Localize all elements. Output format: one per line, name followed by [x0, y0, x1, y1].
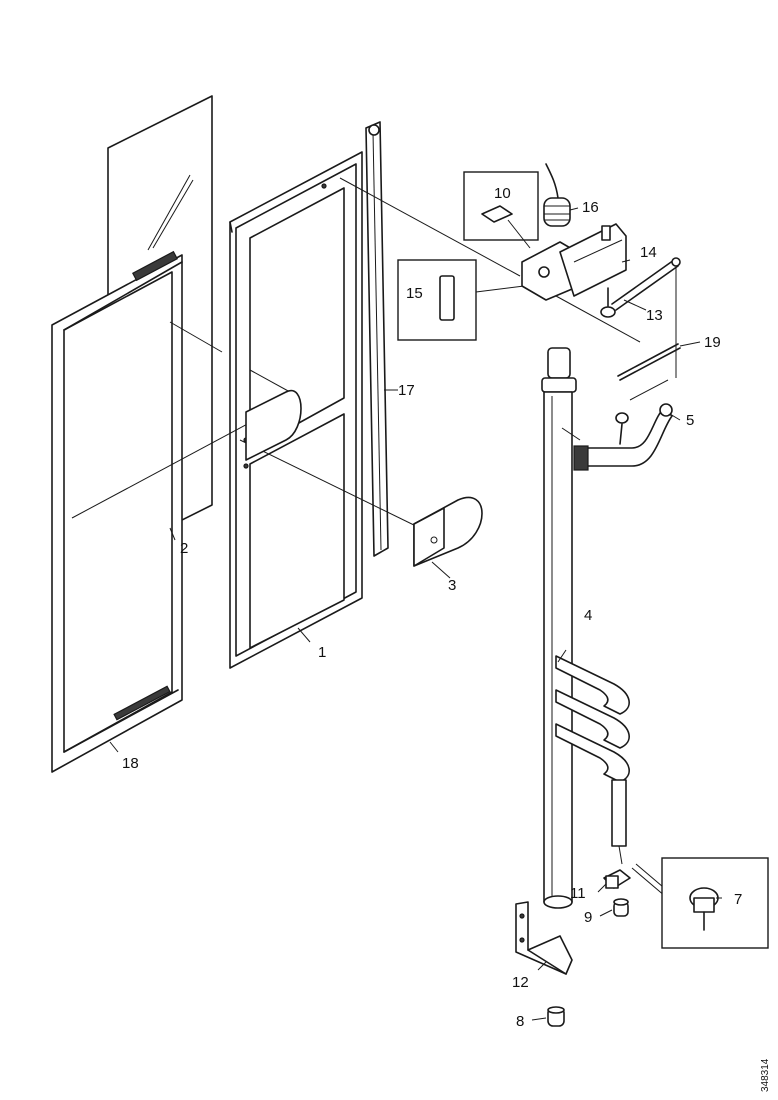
part-13-link-rod	[600, 257, 681, 378]
callout-11: 11	[570, 885, 586, 902]
part-12-bottom-hinge	[515, 901, 573, 975]
callout-2: 2	[180, 540, 188, 557]
callout-labels: 1 2 3 4 5 7 8 9 10 11 12 13 14 15 16 17 …	[122, 185, 742, 1030]
part-11-bracket	[603, 869, 631, 889]
part-15-detail-box	[397, 259, 525, 341]
callout-5: 5	[686, 412, 694, 429]
callout-1: 1	[318, 644, 326, 661]
callout-leaders	[109, 207, 722, 1021]
callout-4: 4	[584, 607, 592, 624]
callout-15: 15	[406, 285, 423, 302]
callout-10: 10	[494, 185, 511, 202]
part-4-coil-loops	[555, 655, 630, 865]
part-10-detail-box	[463, 171, 539, 249]
part-17-side-trim	[365, 121, 389, 557]
part-3-handle-cover	[413, 496, 483, 567]
callout-13: 13	[646, 307, 663, 324]
top-hinge-assembly	[521, 223, 627, 301]
callout-17: 17	[398, 382, 415, 399]
part-3-handle-shadow	[245, 389, 302, 461]
callout-3: 3	[448, 577, 456, 594]
part-19-pin	[617, 343, 681, 401]
part-4-vertical-tube	[541, 347, 577, 909]
part-7-detail-box	[631, 857, 769, 949]
document-id: 348314	[760, 1058, 771, 1092]
part-16-top-bushing	[543, 163, 571, 227]
callout-18: 18	[122, 755, 139, 772]
part-5-elbow	[561, 403, 673, 471]
callout-14: 14	[640, 244, 657, 261]
part-18-door-gasket	[51, 250, 183, 773]
callout-9: 9	[584, 909, 592, 926]
callout-19: 19	[704, 334, 721, 351]
callout-12: 12	[512, 974, 529, 991]
part-9-nut	[613, 898, 629, 917]
part-8-bottom-bushing	[547, 1006, 565, 1027]
callout-8: 8	[516, 1013, 524, 1030]
callout-7: 7	[734, 891, 742, 908]
callout-16: 16	[582, 199, 599, 216]
